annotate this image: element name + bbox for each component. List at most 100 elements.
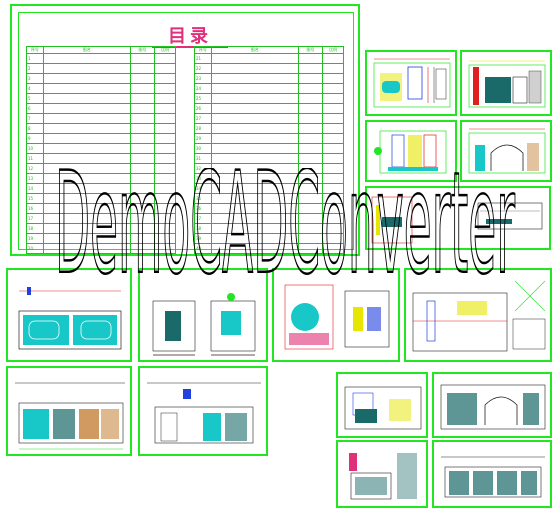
cell-name: [210, 223, 299, 234]
detail-sheet: [365, 186, 551, 250]
cell-code: [297, 73, 324, 84]
cell-scale: [322, 213, 344, 224]
catalog-left-header-row: 序号 图名 图号 比例: [26, 46, 176, 54]
cell-name: [42, 63, 131, 74]
cell-name: [42, 153, 131, 164]
cell-code: [297, 93, 324, 104]
cell-scale: [322, 73, 344, 84]
catalog-row: 21: [194, 53, 344, 64]
cell-code: [129, 203, 156, 214]
cell-code: [297, 243, 324, 254]
cell-no: 7: [26, 113, 44, 124]
elevation-sheet-5: [6, 366, 132, 456]
elevation-drawing-5: [15, 382, 125, 450]
cell-scale: [322, 123, 344, 134]
cell-scale: [154, 183, 176, 194]
cell-name: [210, 193, 299, 204]
cell-name: [210, 123, 299, 134]
elevation-sheet-6: [138, 366, 268, 456]
cell-no: 37: [194, 213, 212, 224]
cell-no: 26: [194, 103, 212, 114]
cell-no: 38: [194, 223, 212, 234]
cell-no: 29: [194, 133, 212, 144]
col-name: 图名: [42, 46, 131, 54]
cell-no: 22: [194, 63, 212, 74]
cell-name: [42, 93, 131, 104]
cell-name: [210, 133, 299, 144]
cell-code: [129, 73, 156, 84]
col-name: 图名: [210, 46, 299, 54]
cell-code: [129, 213, 156, 224]
cell-name: [42, 143, 131, 154]
catalog-row: 27: [194, 113, 344, 124]
catalog-row: 13: [26, 173, 176, 184]
cell-no: 34: [194, 183, 212, 194]
cell-no: 16: [26, 203, 44, 214]
cell-no: 20: [26, 243, 44, 254]
cell-code: [297, 133, 324, 144]
elevation-sheet-8: [432, 372, 552, 438]
cell-no: 15: [26, 193, 44, 204]
cell-scale: [154, 103, 176, 114]
catalog-row: 5: [26, 93, 176, 104]
cell-scale: [154, 53, 176, 64]
catalog-row: 11: [26, 153, 176, 164]
cell-code: [129, 123, 156, 134]
cell-scale: [322, 203, 344, 214]
cell-no: 17: [26, 213, 44, 224]
col-code: 图号: [297, 46, 324, 54]
cell-scale: [322, 103, 344, 114]
cell-code: [297, 63, 324, 74]
cell-no: 40: [194, 243, 212, 254]
cell-name: [210, 103, 299, 114]
cell-scale: [322, 93, 344, 104]
cell-no: 13: [26, 173, 44, 184]
cell-scale: [154, 93, 176, 104]
cell-scale: [154, 133, 176, 144]
cell-scale: [322, 53, 344, 64]
cell-name: [210, 93, 299, 104]
cell-code: [129, 93, 156, 104]
cell-code: [129, 223, 156, 234]
elevation-sheet-2: [460, 50, 552, 116]
cell-scale: [154, 203, 176, 214]
plan-drawing-3: [284, 284, 390, 350]
catalog-row: 15: [26, 193, 176, 204]
cell-no: 23: [194, 73, 212, 84]
col-code: 图号: [129, 46, 156, 54]
cell-no: 6: [26, 103, 44, 114]
elevation-drawing-3: [374, 130, 447, 174]
cell-name: [210, 53, 299, 64]
cell-scale: [322, 163, 344, 174]
cell-scale: [322, 113, 344, 124]
catalog-row: 39: [194, 233, 344, 244]
cell-no: 35: [194, 193, 212, 204]
cell-scale: [154, 223, 176, 234]
cell-name: [42, 203, 131, 214]
col-scale: 比例: [154, 46, 176, 54]
cell-no: 12: [26, 163, 44, 174]
catalog-row: 24: [194, 83, 344, 94]
cell-code: [297, 83, 324, 94]
cell-no: 2: [26, 63, 44, 74]
cell-name: [42, 103, 131, 114]
cell-scale: [154, 73, 176, 84]
catalog-row: 14: [26, 183, 176, 194]
cell-no: 1: [26, 53, 44, 64]
cell-scale: [322, 153, 344, 164]
cell-name: [42, 223, 131, 234]
catalog-row: 40: [194, 243, 344, 254]
plan-sheet-4: [404, 268, 552, 362]
catalog-row: 6: [26, 103, 176, 114]
cell-scale: [322, 143, 344, 154]
elevation-sheet-7: [336, 372, 428, 438]
plan-drawing-4: [412, 280, 546, 352]
cell-name: [42, 133, 131, 144]
cell-no: 14: [26, 183, 44, 194]
cell-name: [210, 213, 299, 224]
cell-name: [210, 163, 299, 174]
cell-code: [129, 113, 156, 124]
cell-code: [129, 173, 156, 184]
cell-name: [210, 173, 299, 184]
